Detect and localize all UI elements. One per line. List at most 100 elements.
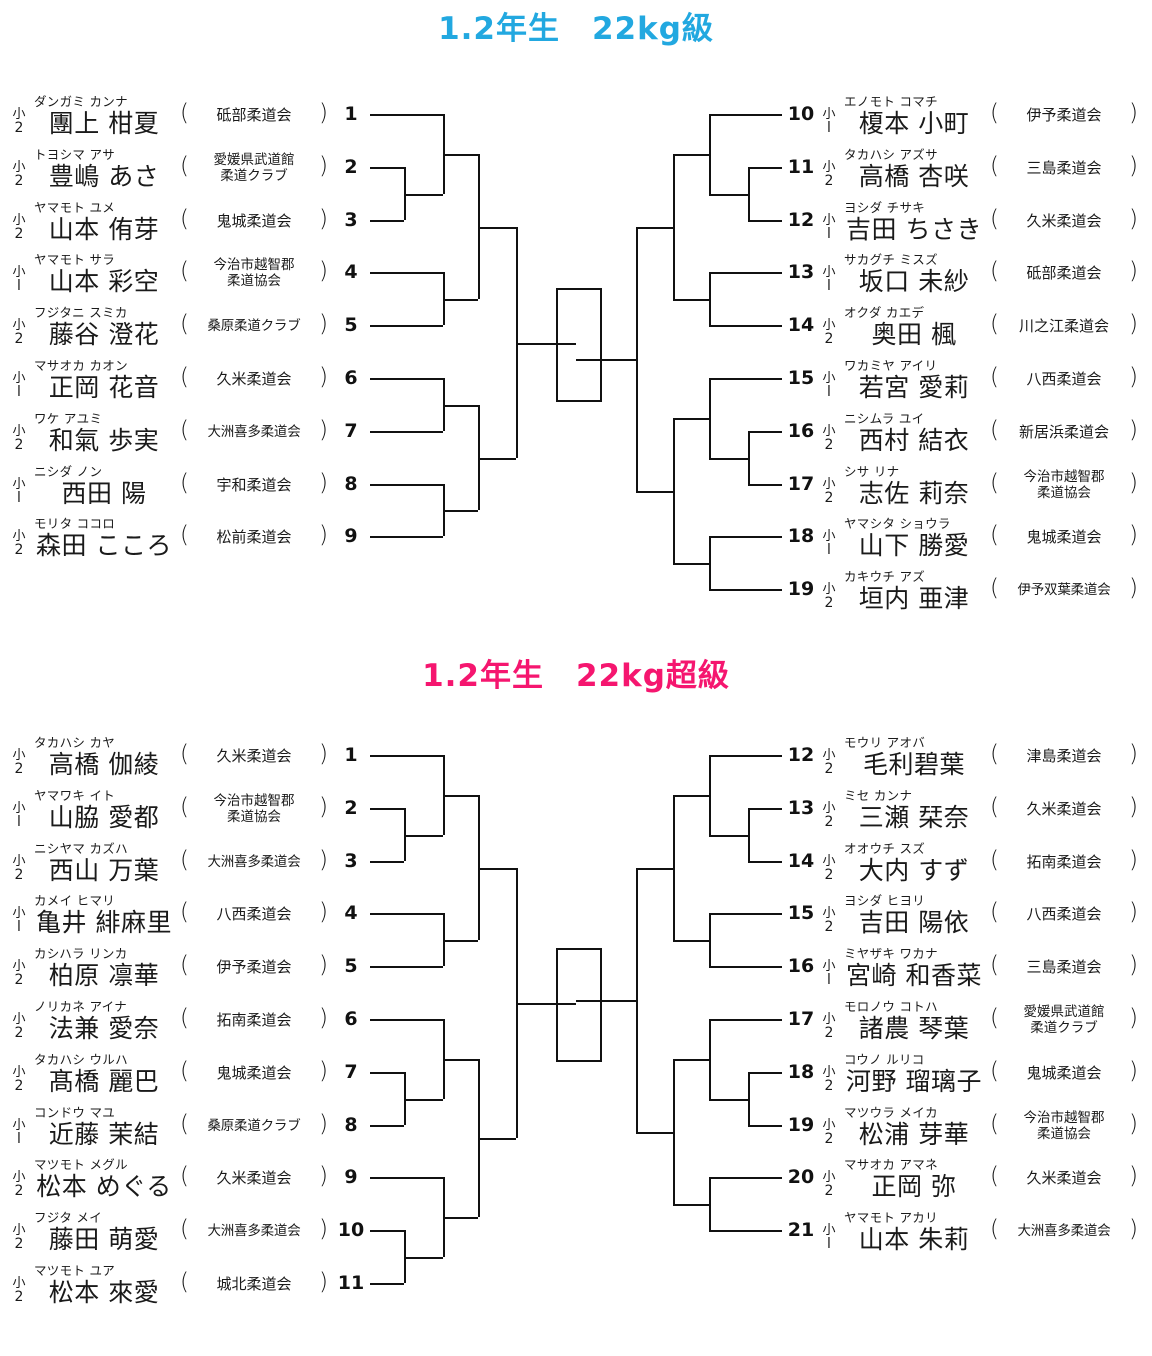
paren-close-icon: ) [319, 847, 328, 874]
bracket-line-horizontal [370, 536, 443, 538]
school-level: 小 [12, 106, 26, 122]
club-name: 伊予双葉柔道会 [1017, 581, 1111, 598]
seed-number: 9 [344, 525, 358, 547]
bracket-line-vertical [478, 405, 480, 510]
competitor-name: 藤田 萌愛 [48, 1225, 160, 1254]
competitor-name-block: マツモト ユア松本 來愛 [30, 1264, 178, 1307]
seed-number: 17 [787, 473, 815, 495]
school-level: 小 [822, 1169, 836, 1185]
school-level: 小 [822, 106, 836, 122]
competitor-name: 三瀬 栞奈 [858, 803, 970, 832]
competitor-name-block: マサオカ カオン正岡 花音 [30, 357, 178, 402]
school-level: 小 [822, 958, 836, 974]
competitor-kana: フジタ メイ [34, 1209, 103, 1225]
bracket-line-horizontal [370, 966, 443, 968]
competitor-kana: モリタ ココロ [34, 515, 116, 531]
bracket-line-vertical [673, 154, 675, 299]
paren-open-icon: ( [180, 417, 189, 444]
seed-number: 19 [787, 578, 815, 600]
bracket-line-horizontal [709, 378, 782, 380]
competitor-name-block: コンドウ マユ近藤 茉結 [30, 1104, 178, 1149]
paren-close-icon: ) [319, 206, 328, 233]
seed-number: 19 [787, 1114, 815, 1136]
paren-open-icon: ( [990, 741, 999, 768]
bracket-line-horizontal [370, 1125, 404, 1127]
competitor-kana: マサオカ カオン [34, 357, 128, 373]
club-name: 久米柔道会 [216, 1168, 292, 1187]
bracket-line-horizontal [443, 940, 478, 942]
bracket-line-horizontal [748, 431, 782, 433]
competitor-name: 西村 結衣 [858, 426, 970, 455]
paren-open-icon: ( [180, 1111, 189, 1138]
grade-year: 2 [14, 867, 24, 884]
seed-number: 17 [787, 1008, 815, 1030]
bracket-line-horizontal [370, 114, 443, 116]
bracket-line-horizontal [370, 1283, 404, 1285]
grade-year: l [827, 542, 831, 559]
paren-close-icon: ) [1129, 1005, 1138, 1032]
bracket-line-horizontal [370, 378, 443, 380]
competitor-kana: コンドウ マユ [34, 1104, 116, 1120]
paren-close-icon: ) [319, 741, 328, 768]
club-affiliation: (砥部柔道会) [178, 96, 330, 134]
competitor-kana: ニシヤマ カズハ [34, 840, 128, 856]
competitor-name: 諸農 琴葉 [858, 1014, 970, 1043]
club-affiliation: (伊予双葉柔道会) [988, 571, 1140, 609]
school-level: 小 [12, 1064, 26, 1080]
competitor-name-block: ワカミヤ アイリ若宮 愛莉 [840, 359, 988, 402]
club-name: 桑原柔道クラブ [207, 317, 301, 334]
competitor-kana: ヨシダ チサキ [844, 199, 926, 215]
school-level: 小 [822, 1222, 836, 1238]
paren-open-icon: ( [180, 847, 189, 874]
competitor-name: 奥田 楓 [871, 320, 957, 349]
club-name: 八西柔道会 [1026, 369, 1102, 388]
bracket-line-vertical [673, 795, 675, 940]
club-affiliation: (久米柔道会) [178, 1159, 330, 1197]
competitor-name: 柏原 凛華 [48, 961, 160, 990]
bracket-line-horizontal [709, 1177, 782, 1179]
school-level: 小 [822, 317, 836, 333]
bracket-line-horizontal [748, 861, 782, 863]
paren-close-icon: ) [319, 1163, 328, 1190]
school-level: 小 [822, 905, 836, 921]
bracket-line-horizontal [709, 114, 782, 116]
club-affiliation: (砥部柔道会) [988, 254, 1140, 292]
grade-year: 2 [824, 1131, 834, 1148]
club-affiliation: (桑原柔道クラブ) [178, 307, 330, 345]
bracket-line-horizontal [370, 1019, 443, 1021]
school-level: 小 [822, 747, 836, 763]
bracket-line-horizontal [443, 405, 478, 407]
bracket-line-vertical [404, 167, 406, 220]
paren-close-icon: ) [319, 1216, 328, 1243]
competitor-kana: サカグチ ミスズ [844, 251, 938, 267]
competitor-kana: フジタニ スミカ [34, 304, 128, 320]
bracket-line-vertical [443, 272, 445, 325]
seed-number: 3 [344, 850, 358, 872]
competitor-name-block: エノモト コマチ榎本 小町 [840, 95, 988, 138]
club-name: 愛媛県武道館柔道クラブ [1023, 1003, 1105, 1036]
school-level: 小 [12, 853, 26, 869]
club-affiliation: (久米柔道会) [178, 737, 330, 775]
paren-close-icon: ) [319, 470, 328, 497]
competitor-kana: ダンガミ カンナ [34, 93, 128, 109]
bracket-line-horizontal [636, 868, 673, 870]
club-affiliation: (鬼城柔道会) [988, 1054, 1140, 1092]
paren-open-icon: ( [990, 311, 999, 338]
club-name: 三島柔道会 [1026, 957, 1102, 976]
club-affiliation: (新居浜柔道会) [988, 413, 1140, 451]
tournament-title-1: 1.2年生 22kg級 [438, 11, 714, 47]
seed-number: 21 [787, 1219, 815, 1241]
